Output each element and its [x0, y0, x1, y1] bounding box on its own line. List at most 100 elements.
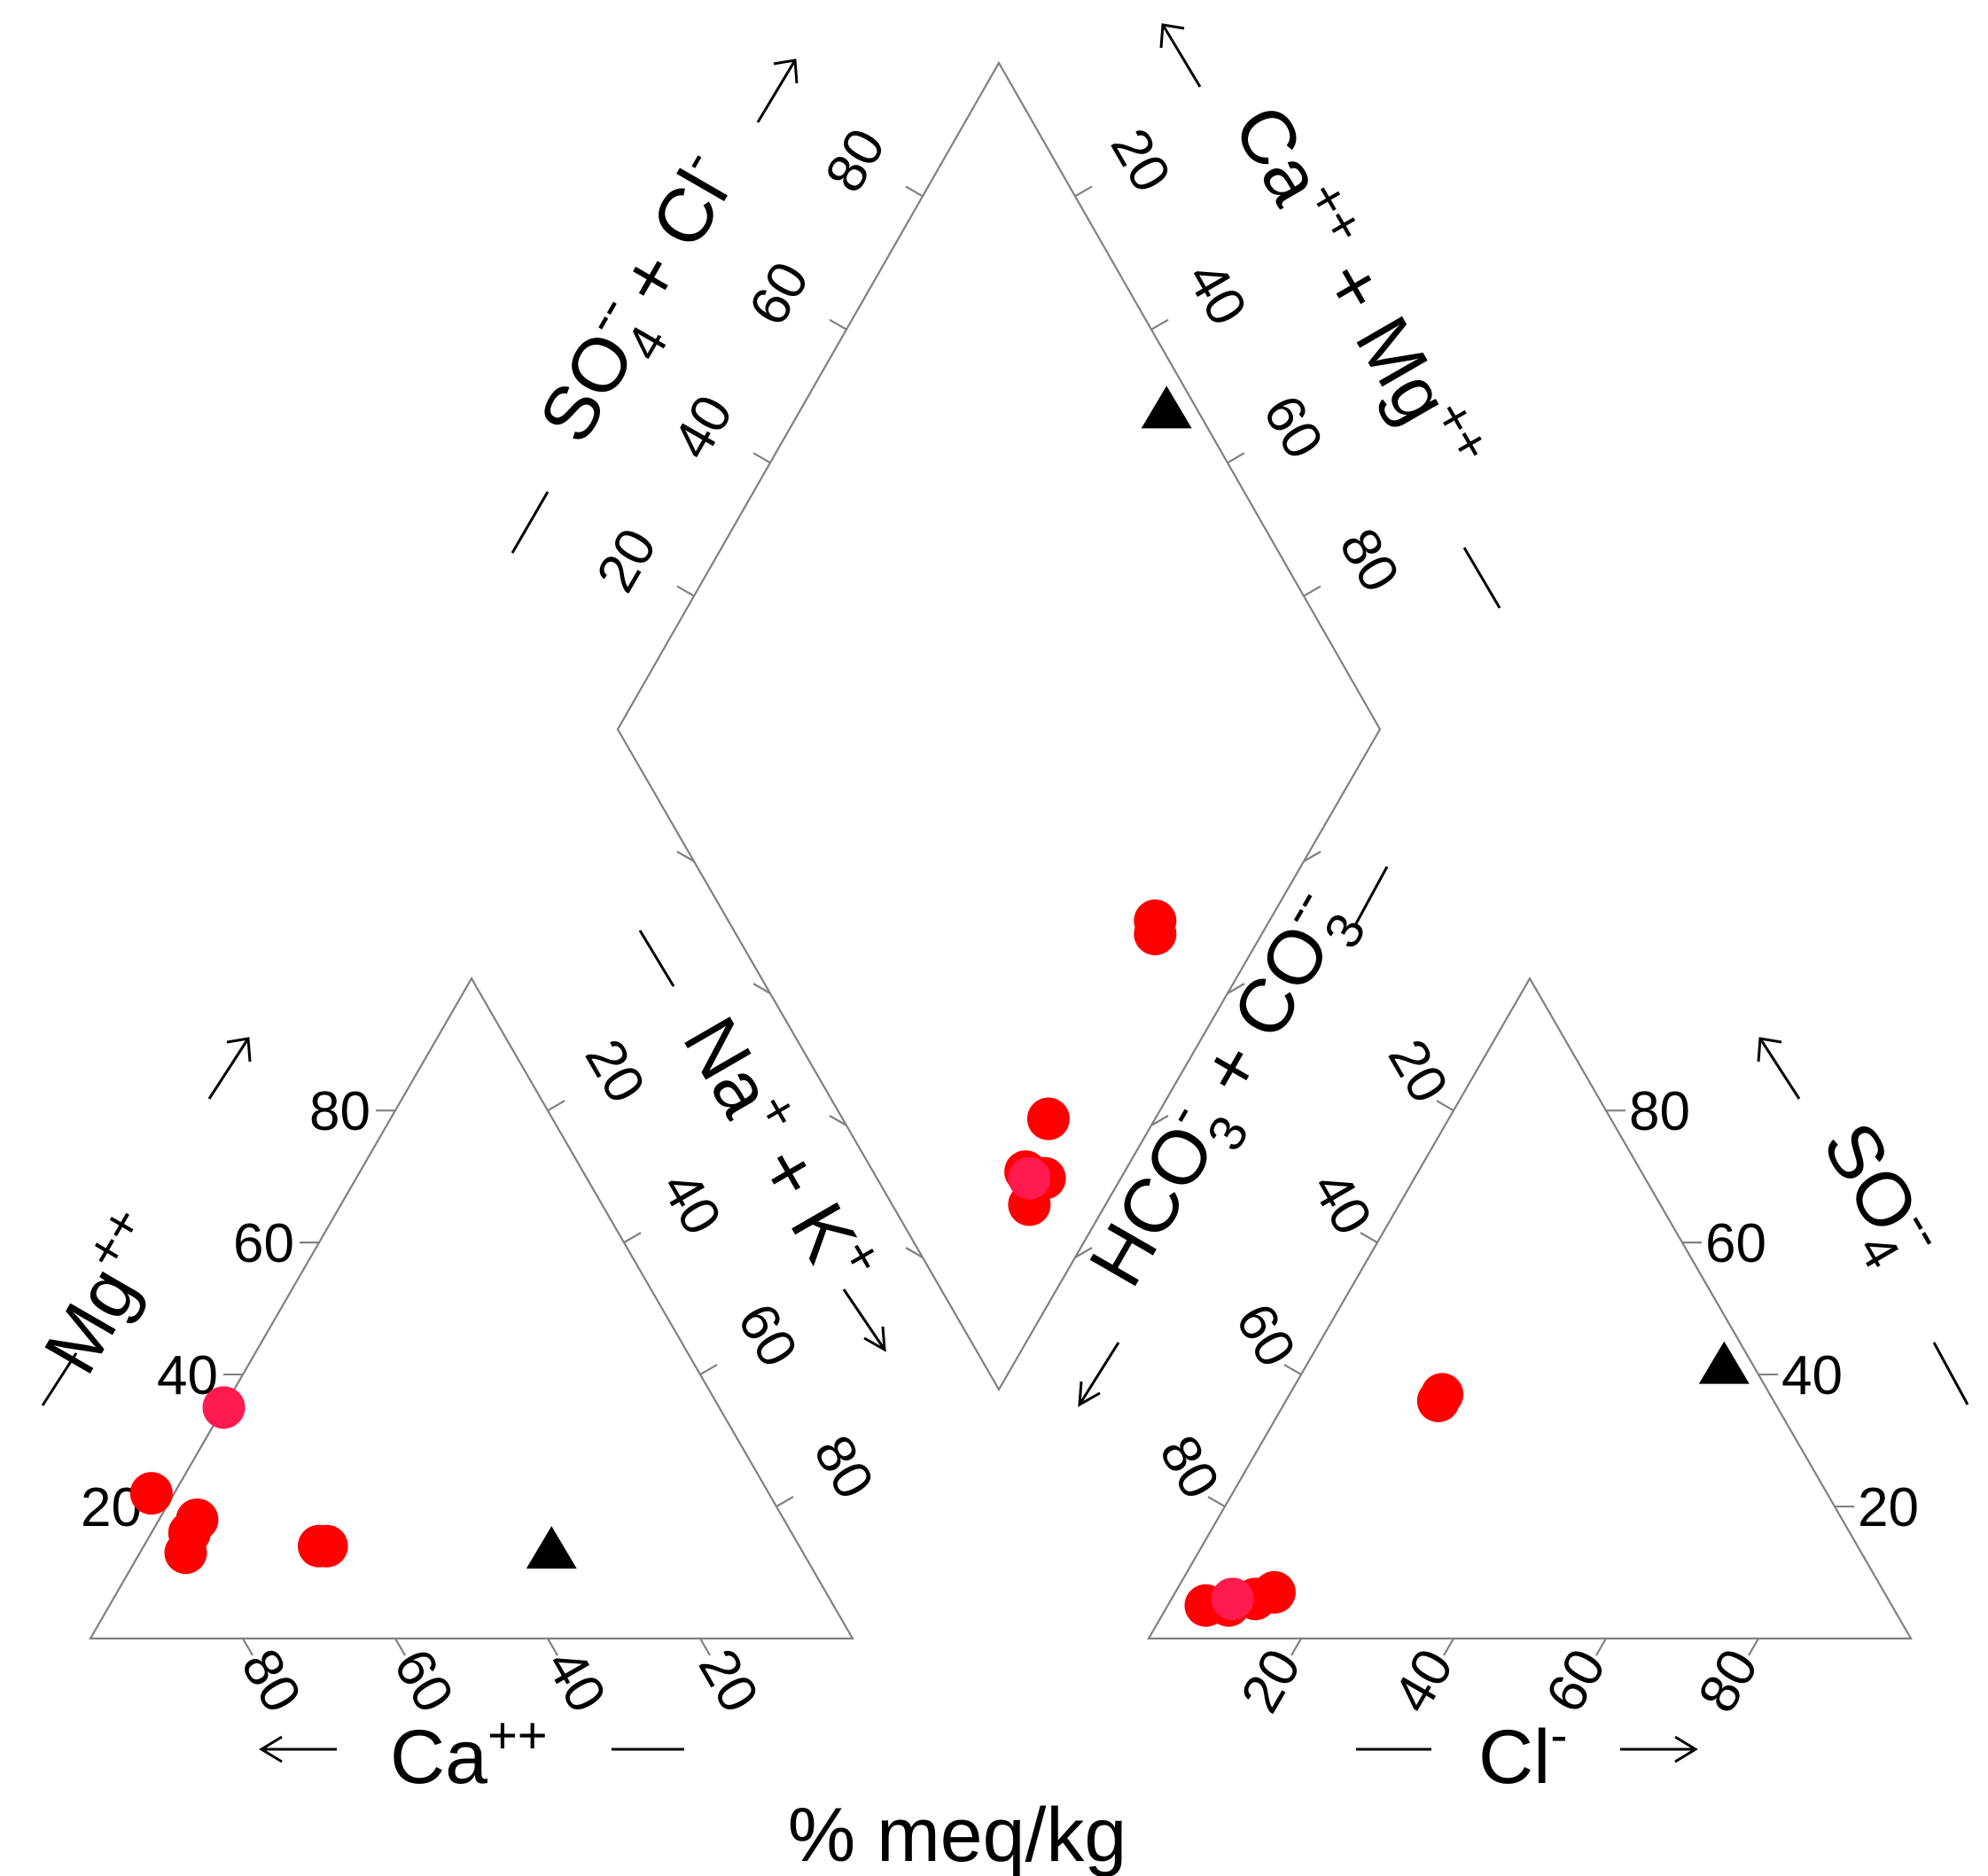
cation-point	[202, 1386, 246, 1429]
so4-tick-label: 80	[1629, 1081, 1690, 1142]
so4-cl-tick-label: 80	[814, 119, 897, 202]
diamond-lower-left-tick	[676, 851, 695, 862]
so4-cl-tick-label: 40	[661, 385, 745, 469]
ca-mg-tick-label: 40	[1175, 252, 1259, 335]
arrow-up-icon	[207, 1037, 252, 1100]
cl-tick-label: 80	[1687, 1639, 1770, 1723]
ca-mg-tick-label: 60	[1251, 385, 1335, 469]
ca-axis-label: Ca++	[390, 1707, 548, 1800]
so4-cl-tick	[676, 585, 695, 597]
cation-bottom-axis: Ca++	[259, 1707, 684, 1800]
cl-tick	[1290, 1638, 1302, 1656]
cl-tick	[1748, 1638, 1759, 1656]
diamond-lower-left-tick	[829, 1115, 847, 1126]
diamond-lower-right-tick	[1074, 1247, 1093, 1258]
mg-tick-label: 80	[309, 1081, 370, 1142]
arrow-up-icon	[1159, 23, 1202, 88]
na-k-tick	[699, 1364, 718, 1376]
so4-tick-label: 60	[1705, 1213, 1766, 1274]
anion-point	[1698, 1341, 1750, 1384]
hco3-tick	[1436, 1100, 1454, 1112]
diamond-lower-right-tick	[1227, 983, 1245, 994]
hco3-tick	[1283, 1364, 1302, 1376]
na-k-tick	[623, 1232, 642, 1244]
diamond-point	[1134, 912, 1177, 955]
diamond-lower-left-tick	[752, 983, 771, 994]
axis-dash	[1462, 547, 1501, 609]
mg-tick-label: 60	[233, 1213, 294, 1274]
diagram-frames	[89, 60, 1913, 1640]
so4-axis-label: SO--4	[1792, 1104, 1959, 1284]
cation-point	[164, 1531, 207, 1575]
arrow-up-icon	[756, 58, 799, 123]
hco3-tick	[1207, 1496, 1226, 1507]
ca-tick	[394, 1638, 406, 1656]
anion-point	[1416, 1379, 1460, 1422]
ca-mg-tick	[1303, 585, 1321, 597]
na-k-tick-label: 80	[802, 1426, 885, 1509]
axis-dash	[41, 1352, 78, 1406]
diamond-lower-right-tick	[1303, 851, 1321, 862]
cl-tick	[1595, 1638, 1607, 1656]
anion-point	[1252, 1570, 1296, 1614]
arrow-down-icon	[842, 1288, 886, 1352]
cation-point	[129, 1472, 173, 1515]
hco3-tick-label: 40	[1300, 1162, 1384, 1245]
cation-point	[305, 1524, 348, 1568]
ca-tick-label: 20	[687, 1639, 770, 1723]
anion-triangle	[1147, 977, 1913, 1640]
cl-tick-label: 40	[1382, 1639, 1465, 1723]
arrow-down-icon	[1078, 1342, 1120, 1407]
units-label: % meq/kg	[788, 1793, 1127, 1876]
axis-dash	[638, 930, 675, 987]
anion-point	[1211, 1577, 1254, 1621]
cation-right-axis: Na+ + K+	[638, 930, 895, 1352]
na-k-tick-label: 20	[573, 1030, 657, 1113]
ca-tick-label: 80	[230, 1639, 313, 1723]
diamond-point	[1026, 1097, 1070, 1140]
hco3-tick-label: 60	[1224, 1294, 1307, 1377]
na-k-tick	[776, 1496, 794, 1507]
arrow-left-icon	[259, 1735, 337, 1763]
ca-mg-tick-label: 20	[1099, 119, 1182, 202]
so4-tick-label: 20	[1858, 1477, 1919, 1538]
na-k-tick-label: 60	[726, 1294, 809, 1377]
na-k-tick-label: 40	[650, 1162, 733, 1245]
arrow-right-icon	[1620, 1735, 1698, 1763]
anion-bottom-axis: Cl-	[1356, 1707, 1698, 1800]
ca-mg-tick-label: 80	[1328, 518, 1411, 602]
hco3-tick-label: 20	[1376, 1030, 1460, 1113]
so4-cl-tick-label: 20	[585, 518, 668, 602]
ca-mg-tick	[1074, 185, 1093, 198]
diamond-point	[1008, 1156, 1051, 1200]
axis-dash	[1932, 1342, 1969, 1405]
arrow-up-icon	[1757, 1037, 1801, 1100]
so4-cl-tick	[905, 185, 924, 198]
cl-tick-label: 20	[1229, 1639, 1313, 1723]
cation-triangle	[89, 977, 854, 1640]
so4-cl-tick	[829, 318, 847, 331]
ca-tick-label: 60	[382, 1639, 465, 1723]
axis-dash	[511, 491, 550, 554]
diamond-lower-right-tick	[1150, 1115, 1169, 1126]
cation-point	[526, 1526, 577, 1569]
so4-tick-label: 40	[1781, 1345, 1843, 1406]
hco3-tick-label: 80	[1148, 1426, 1231, 1509]
ca-mg-tick	[1150, 318, 1169, 331]
cl-axis-label: Cl-	[1478, 1707, 1568, 1800]
cl-tick-label: 60	[1534, 1639, 1618, 1723]
data-points	[129, 385, 1750, 1627]
hco3-tick	[1360, 1232, 1378, 1244]
ca-mg-tick	[1227, 452, 1245, 464]
ca-tick	[547, 1638, 558, 1656]
diamond	[616, 60, 1382, 1392]
diamond-lower-left-tick	[905, 1247, 924, 1258]
ca-tick	[242, 1638, 253, 1656]
so4-cl-tick-label: 60	[737, 252, 821, 335]
diamond-point	[1141, 385, 1192, 429]
so4-cl-tick	[752, 452, 771, 464]
ca-tick	[699, 1638, 711, 1656]
axis-dash	[1353, 866, 1389, 928]
